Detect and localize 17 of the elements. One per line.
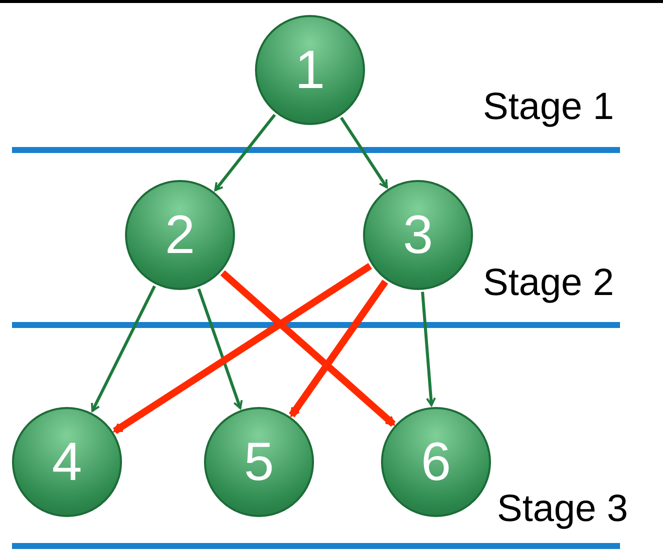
- arrow: [288, 280, 388, 418]
- stage-label: Stage 3: [497, 490, 628, 528]
- node-number: 5: [244, 435, 274, 489]
- stage-label: Stage 1: [483, 88, 614, 126]
- arrow: [112, 263, 372, 434]
- node-number: 3: [402, 208, 434, 262]
- arrow: [421, 292, 436, 406]
- node-number: 4: [52, 435, 82, 489]
- node-number: 2: [164, 208, 196, 262]
- arrow: [220, 270, 396, 427]
- arrow: [197, 288, 243, 410]
- arrow: [214, 114, 276, 192]
- arrow: [340, 116, 388, 188]
- arrow: [90, 285, 156, 412]
- stage-label: Stage 2: [483, 264, 614, 302]
- node-number: 6: [420, 435, 452, 489]
- node-number: 1: [294, 43, 326, 97]
